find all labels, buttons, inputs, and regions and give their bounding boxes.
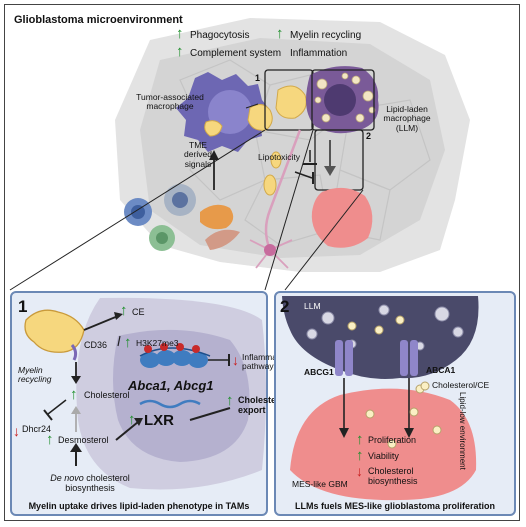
mes-like-gbm-label: MES-like GBM: [292, 479, 348, 489]
cd36-label: CD36: [84, 340, 108, 350]
up-arrow-complement: ↑: [176, 43, 184, 60]
h3k27me3-label: H3K27me3: [136, 338, 179, 348]
up-arrow-cholesterol-export: ↑: [226, 392, 234, 409]
dhcr24-label: Dhcr24: [22, 424, 52, 434]
box-2-number: 2: [366, 131, 372, 141]
llm-nucleus: [324, 84, 356, 116]
abca1-abcg1-label: Abca1, Abcg1: [128, 378, 214, 393]
cholesterol-export-label: Cholesterol export: [238, 395, 288, 415]
panel-2-caption: LLMs fuels MES-like glioblastoma prolife…: [294, 501, 496, 511]
up-arrow-ce: ↑: [120, 302, 128, 319]
myelin-segment-2: [270, 151, 282, 169]
proliferation-label: Proliferation: [368, 435, 417, 445]
lipid-low-environment-label: Lipid-low environment: [458, 392, 467, 470]
myelin-debris-2: [204, 120, 223, 137]
inflammation-label: Inflammation: [290, 48, 348, 59]
lipotoxicity-inhibit: [294, 171, 313, 179]
cell-orange: [200, 204, 234, 230]
zoom-line-3: [264, 129, 314, 291]
panel1-dna: [139, 343, 211, 368]
lipotoxicity-label: Lipotoxicity: [258, 152, 301, 162]
figure-title: Glioblastoma microenvironment: [14, 14, 183, 26]
myelin-segment-1: [263, 174, 277, 196]
cholesterol-label: Cholesterol: [84, 390, 130, 400]
panel1-dna-strand: [139, 399, 201, 409]
complement-label: Complement system: [190, 48, 282, 59]
myelin-recycling-label-panel1: Myelin recycling: [18, 365, 52, 385]
abca1-label: ABCA1: [426, 365, 456, 375]
up-arrow-myelin: ↑: [276, 25, 284, 42]
llm-lipid-droplets: [314, 72, 376, 123]
lxr-label: LXR: [144, 412, 174, 429]
viability-label: Viability: [368, 451, 399, 461]
cholesterol-ce-label: Cholesterol/CE: [432, 380, 490, 390]
down-arrow-inflammatory: ↓: [232, 352, 239, 368]
denovo-italic: De novo: [50, 473, 84, 483]
panel1-myelin: [24, 309, 85, 353]
cholesterol-biosynthesis-label: Cholesterol biosynthesis: [368, 466, 418, 486]
panel-1-caption: Myelin uptake drives lipid-laden phenoty…: [28, 501, 250, 511]
phagocytosis-label: Phagocytosis: [190, 30, 250, 41]
panel-2-number: 2: [280, 297, 290, 316]
myelin-debris-box1: [275, 85, 307, 119]
box-1-number: 1: [255, 73, 261, 83]
panel2-tumor-cell: [290, 388, 477, 501]
desmosterol-label: Desmosterol: [58, 435, 109, 445]
inflammatory-label: Inflammatory pathways: [242, 352, 292, 372]
tumor-cell: [311, 187, 373, 248]
zoom-line-2: [284, 189, 364, 291]
up-arrow-desmosterol: ↑: [46, 431, 54, 448]
up-arrow-h3k27me3: ↑: [124, 334, 132, 351]
denovo-rest: cholesterol biosynthesis: [65, 473, 130, 493]
up-arrow-cholesterol: ↑: [70, 386, 78, 403]
llm-label: Lipid-laden macrophage (LLM): [383, 104, 431, 133]
abcg1-transporter: [335, 340, 353, 376]
cholesterol-legend-dot: [420, 381, 430, 391]
figure-frame: [4, 4, 520, 521]
myelin-debris-1: [247, 104, 273, 131]
tme-label: TME derived signals: [184, 140, 212, 169]
up-arrow-phagocytosis: ↑: [176, 25, 184, 42]
down-arrow-dhcr24: ↓: [13, 423, 20, 439]
cholesterol-particles: [347, 315, 442, 449]
up-arrow-proliferation: ↑: [356, 431, 364, 448]
denovo-label: De novo cholesterol biosynthesis: [30, 473, 150, 494]
down-arrow-cholesterol-biosynthesis: ↓: [356, 463, 363, 479]
zoom-line-1: [9, 129, 266, 291]
abca1-transporter: [400, 340, 418, 376]
panel2-llm-label: LLM: [304, 301, 321, 311]
neuron-process: [264, 129, 302, 251]
myelin-recycling-label: Myelin recycling: [290, 30, 362, 41]
tam-label: Tumor-associated macrophage: [136, 92, 204, 112]
neuron-body: [264, 244, 276, 256]
up-arrow-lxr: ↑: [128, 411, 136, 428]
panel-1-number: 1: [18, 297, 28, 316]
abcg1-label: ABCG1: [304, 367, 334, 377]
cell-fibro: [205, 229, 240, 250]
up-arrow-viability: ↑: [356, 447, 364, 464]
cd36-receptor: [70, 344, 78, 361]
ce-label: CE: [132, 307, 145, 317]
